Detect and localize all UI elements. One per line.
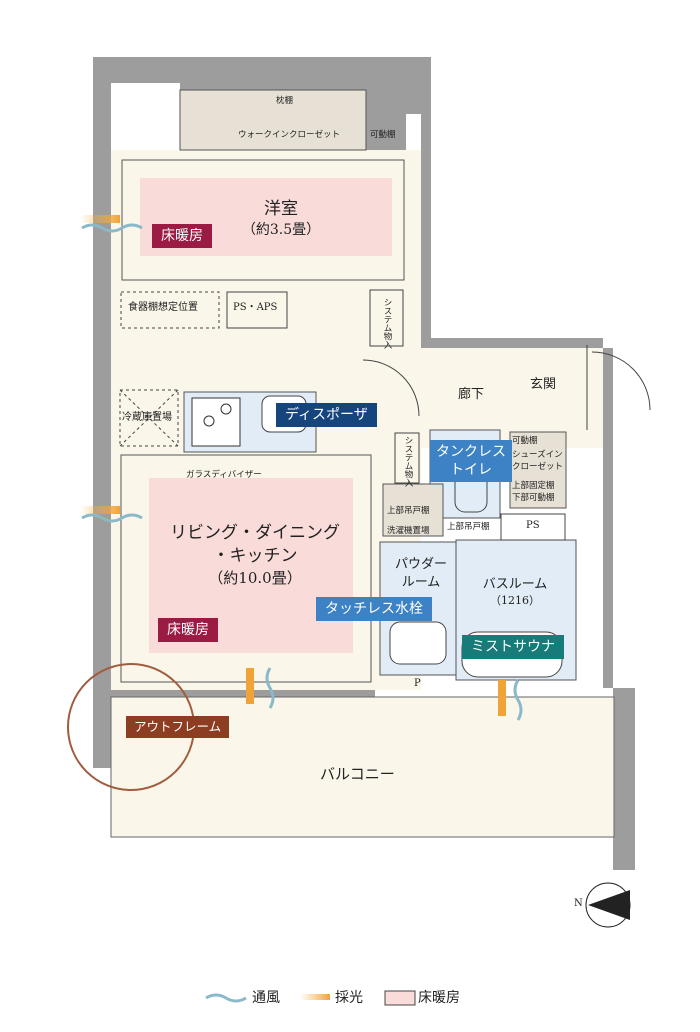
compass-icon xyxy=(585,882,631,928)
bathroom-name: バスルーム xyxy=(482,577,548,592)
legend-floor-heating: 床暖房 xyxy=(418,990,460,1006)
ldk-name-2: ・キッチン xyxy=(212,545,298,566)
glass-divider-label: ガラスディバイザー xyxy=(186,470,262,480)
legend-ventilation: 通風 xyxy=(252,990,280,1006)
disposer-badge: ディスポーザ xyxy=(276,403,377,427)
walk-in-closet-label: ウォークインクローゼット xyxy=(238,130,341,140)
shoe-closet-label-2: クローゼット xyxy=(512,462,564,472)
kitchen-counter xyxy=(183,391,317,453)
ldk-label: リビング・ダイニング ・キッチン （約10.0畳） xyxy=(160,522,350,588)
touchless-faucet-badge: タッチレス水栓 xyxy=(316,597,432,621)
western-room-size: （約3.5畳） xyxy=(241,221,321,238)
ps-label: PS xyxy=(526,520,540,531)
compass-north-label: N xyxy=(574,898,583,909)
tankless-toilet-badge: タンクレス トイレ xyxy=(430,440,512,482)
floor-heating-badge-1: 床暖房 xyxy=(152,224,212,248)
bathroom-size: （1216） xyxy=(490,593,540,607)
legend-marks xyxy=(205,990,416,1006)
mist-sauna-badge: ミストサウナ xyxy=(462,635,564,659)
washer-label: 洗濯機置場 xyxy=(387,526,430,536)
p-mark-label: P xyxy=(414,678,421,689)
movable-shelf-label: 可動棚 xyxy=(370,130,396,140)
balcony-label: バルコニー xyxy=(320,765,395,783)
shoe-movable-label: 可動棚 xyxy=(512,436,538,446)
upper-cabinet-label-2: 上部吊戸棚 xyxy=(447,522,490,532)
ldk-size: （約10.0畳） xyxy=(208,568,302,587)
legend: 通風 採光 床暖房 xyxy=(200,984,500,1008)
upper-cabinet-label: 上部吊戸棚 xyxy=(387,506,430,516)
upper-fixed-label: 上部固定棚 xyxy=(512,481,555,491)
ventilation-icon xyxy=(81,223,523,721)
lower-movable-label: 下部可動棚 xyxy=(512,493,555,503)
dish-shelf-label: 食器棚想定位置 xyxy=(128,302,198,313)
system-storage-label-2: システム物入 xyxy=(403,436,413,487)
hallway-label: 廊下 xyxy=(458,387,485,402)
tankless-line-2: トイレ xyxy=(450,462,492,478)
western-room-name: 洋室 xyxy=(264,199,298,219)
fridge-label: 冷蔵庫置場 xyxy=(122,412,172,423)
western-room-label: 洋室 （約3.5畳） xyxy=(236,198,326,240)
shoe-closet-label-1: シューズイン xyxy=(512,450,563,460)
ps-aps-label: PS・APS xyxy=(233,302,278,313)
powder-room-name-1: パウダー xyxy=(394,557,447,572)
entrance-label: 玄関 xyxy=(530,377,557,392)
out-frame-badge: アウトフレーム xyxy=(126,716,230,738)
powder-room-label: パウダー ルーム xyxy=(386,556,456,591)
ldk-name-1: リビング・ダイニング xyxy=(170,523,340,543)
bathroom-label: バスルーム （1216） xyxy=(470,576,560,608)
tankless-line-1: タンクレス xyxy=(436,444,506,460)
pillow-shelf-label: 枕棚 xyxy=(276,96,294,106)
daylight-icon xyxy=(80,215,506,716)
floor-heating-badge-2: 床暖房 xyxy=(158,618,218,642)
powder-room-name-2: ルーム xyxy=(401,574,441,590)
legend-daylight: 採光 xyxy=(335,990,363,1006)
system-storage-label-1: システム物入 xyxy=(382,298,392,349)
